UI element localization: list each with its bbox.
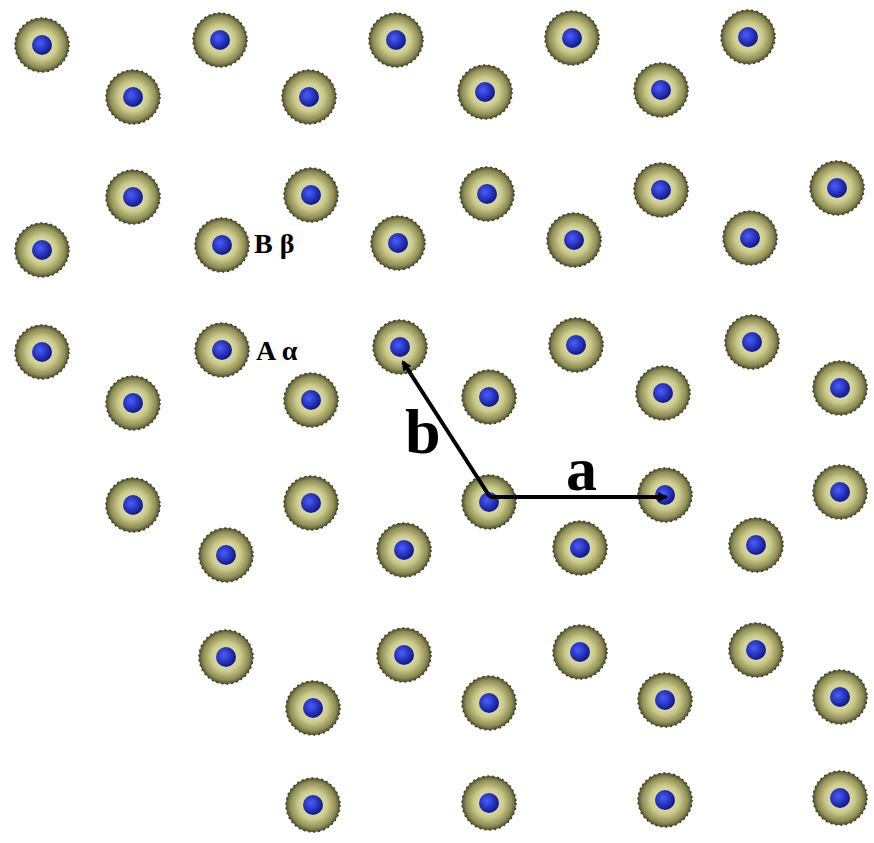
atom-row xyxy=(199,623,783,684)
site-label: B β xyxy=(254,230,294,258)
lattice-vector xyxy=(403,362,490,497)
atom-row xyxy=(106,361,867,430)
vector-label: b xyxy=(405,400,441,464)
atom-row xyxy=(106,63,688,124)
atom-row xyxy=(199,518,783,582)
atom-row xyxy=(15,211,777,277)
atom-row xyxy=(286,670,867,735)
site-label: A α xyxy=(256,337,297,365)
vector-label: a xyxy=(566,438,597,500)
atom-row xyxy=(286,771,867,832)
